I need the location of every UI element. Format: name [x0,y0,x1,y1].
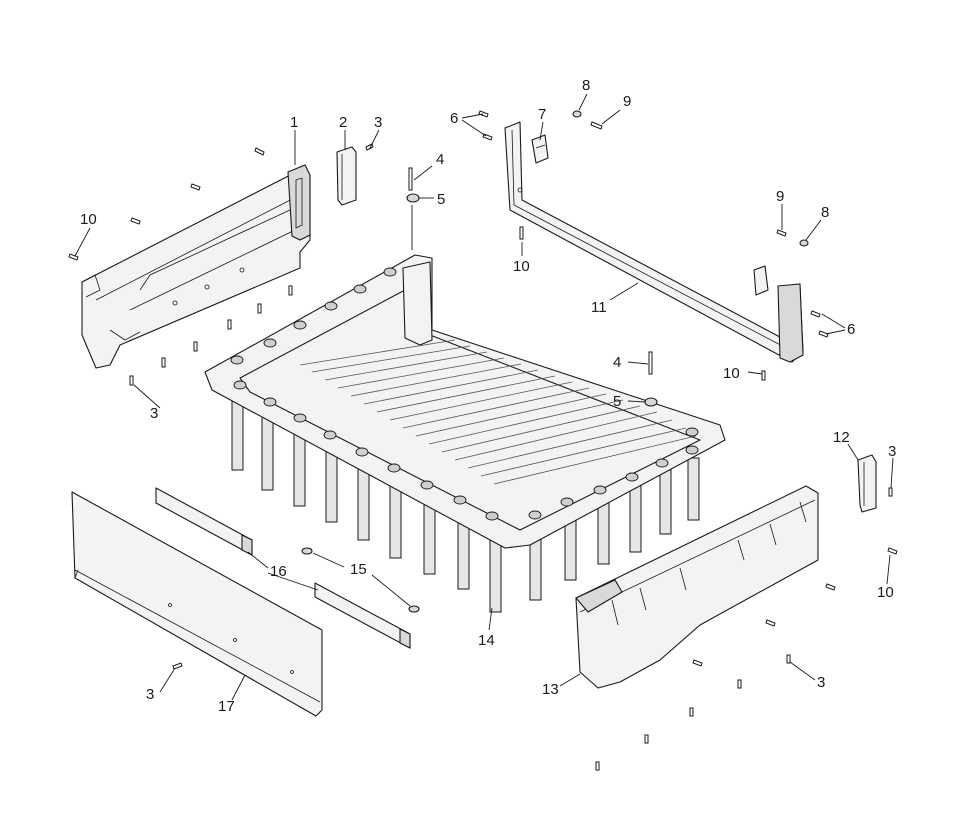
callout-14: 14 [478,632,495,649]
box-rim-bosses [230,267,699,521]
tailgate-panel [71,491,323,717]
callout-1: 1 [290,114,298,131]
callout-10-left: 10 [80,211,97,228]
callout-8-top: 8 [582,77,590,94]
callout-8-right: 8 [821,204,829,221]
callout-13: 13 [542,681,559,698]
box-floor-ribs [299,339,697,485]
fasteners [68,110,898,771]
callout-6-right: 6 [847,321,855,338]
callout-10-right-lower: 10 [877,584,894,601]
right-side-panel [575,485,819,689]
callout-3-bottom: 3 [146,686,154,703]
callout-6-top: 6 [450,110,458,127]
callout-3-top: 3 [374,114,382,131]
callout-4-top: 4 [436,151,444,168]
callout-7: 7 [538,106,546,123]
callout-3-left: 3 [150,405,158,422]
callout-15: 15 [350,561,367,578]
cargo-box-tub [204,254,726,613]
rear-frame-bracket [504,121,804,363]
callout-4-lower: 4 [613,354,621,371]
callout-11: 11 [591,299,607,316]
callout-10-middle: 10 [513,258,530,275]
leader-lines [74,93,894,701]
callout-10-right-upper: 10 [723,365,740,382]
callout-12: 12 [833,429,850,446]
callout-9-top: 9 [623,93,631,110]
callout-17: 17 [218,698,235,715]
callout-5-top: 5 [437,191,445,208]
callout-labels: 1 2 3 4 5 6 7 8 9 10 10 11 9 8 6 10 4 5 … [80,77,896,715]
callout-5-lower: 5 [613,393,621,410]
box-support-posts [231,394,700,613]
left-side-panel [81,164,311,369]
callout-3-right-upper: 3 [888,443,896,460]
callout-3-right-lower: 3 [817,674,825,691]
callout-2: 2 [339,114,347,131]
callout-16: 16 [270,563,287,580]
left-corner-cap [336,146,357,206]
callout-9-right: 9 [776,188,784,205]
right-corner-cap [857,454,877,513]
